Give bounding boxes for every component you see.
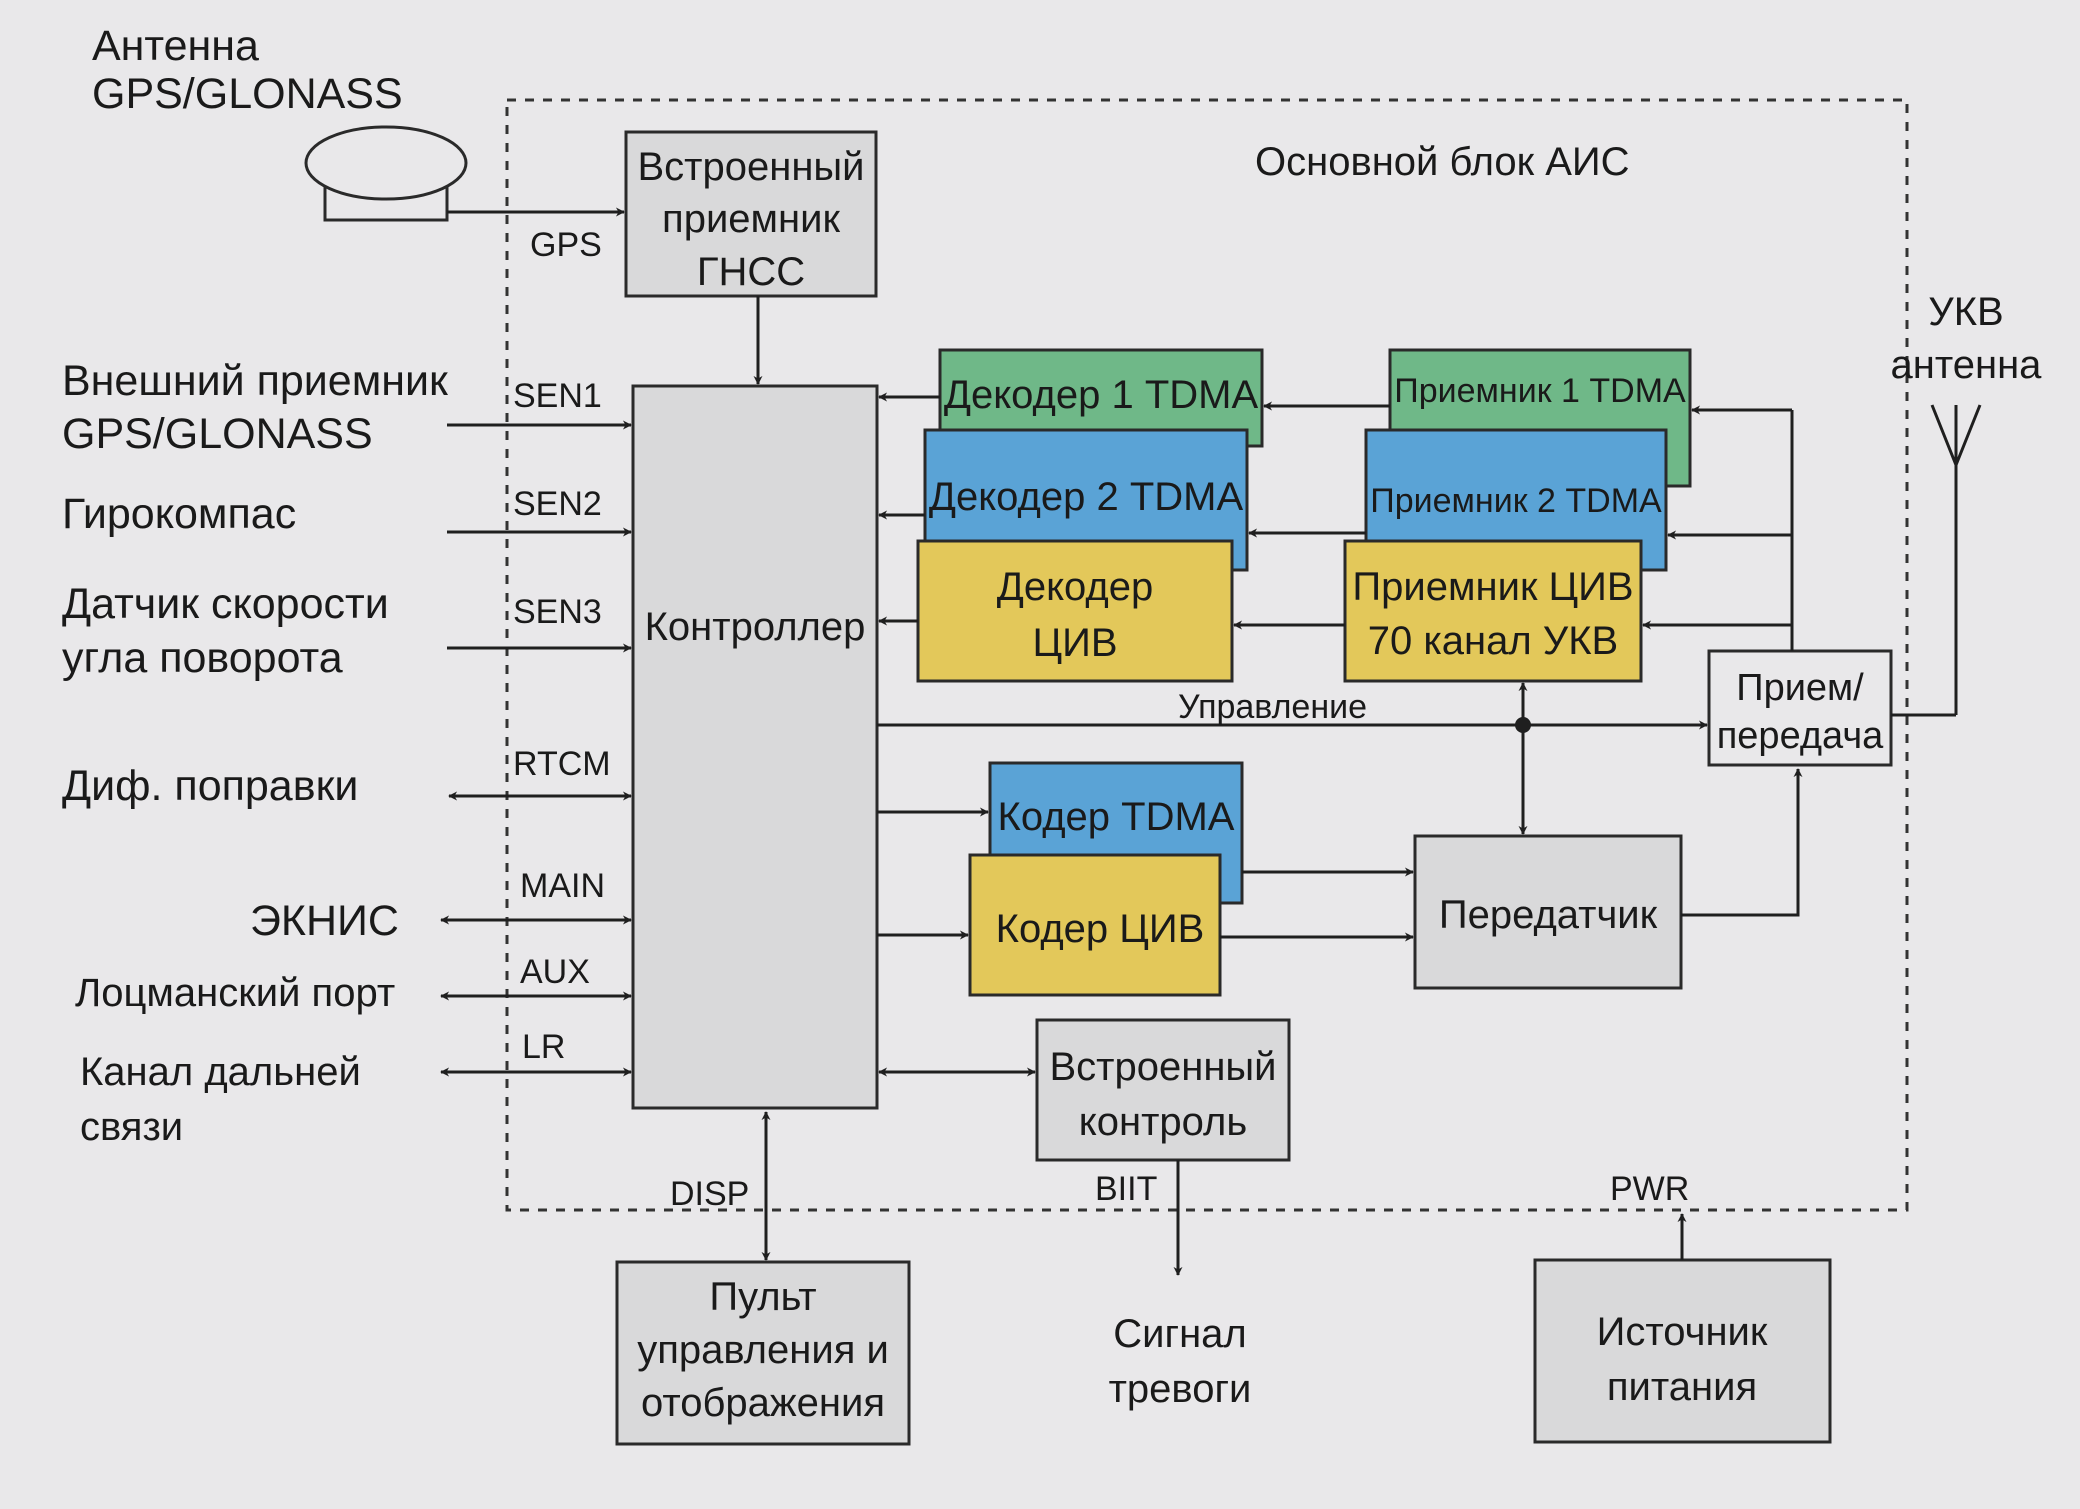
gnss-receiver-label: ГНСС: [697, 250, 805, 294]
input-rot-sensor-label: Датчик скорости: [62, 580, 389, 628]
input-diff-label: Диф. поправки: [62, 762, 358, 810]
rx-tx-label: передача: [1717, 715, 1884, 757]
power-source-label: питания: [1607, 1365, 1757, 1409]
bit-label: контроль: [1079, 1100, 1247, 1144]
alarm-signal-label: Сигнал: [1113, 1312, 1247, 1356]
gnss-antenna-icon: [304, 125, 468, 222]
decoder-dsc-label: Декодер: [997, 565, 1153, 609]
power-source-block: [1533, 1258, 1832, 1444]
input-ecdis-label: ЭКНИС: [250, 897, 399, 945]
port-biit: BIIT: [1095, 1170, 1157, 1208]
receiver-dsc-label: Приемник ЦИВ: [1352, 565, 1633, 609]
coder-dsc-label: Кодер ЦИВ: [996, 907, 1205, 951]
coder-tdma-label: Кодер TDMA: [998, 795, 1235, 839]
alarm-signal-label: тревоги: [1109, 1367, 1252, 1411]
main-unit-boundary: [505, 98, 1909, 1212]
input-long-range-label: Канал дальней: [80, 1050, 361, 1094]
input-ext-receiver-label: Внешний приемник: [62, 357, 449, 405]
display-panel-label: управления и: [637, 1328, 889, 1372]
gnss-receiver-label: Встроенный: [637, 145, 864, 189]
antenna-gnss-label: Антенна: [92, 22, 259, 70]
bit-label: Встроенный: [1049, 1045, 1276, 1089]
decoder-dsc-label: ЦИВ: [1032, 621, 1117, 665]
controller-label: Контроллер: [645, 605, 866, 649]
vhf-antenna-icon: [1891, 404, 1982, 717]
port-sen1: SEN1: [513, 377, 602, 415]
rx-tx-block: [1707, 649, 1893, 767]
control-line-label: Управление: [1178, 688, 1367, 726]
bit-block: [1035, 1018, 1291, 1162]
gnss-receiver-label: приемник: [662, 197, 840, 241]
rx-tx-label: Прием/: [1736, 667, 1864, 709]
receiver-dsc-block: [1343, 539, 1643, 683]
decoder1-label: Декодер 1 TDMA: [944, 373, 1259, 417]
port-main: MAIN: [520, 867, 605, 905]
antenna-gnss-label: GPS/GLONASS: [92, 70, 403, 118]
tx-to-rxtx-arrow: [1681, 768, 1803, 917]
receiver1-label: Приемник 1 TDMA: [1394, 372, 1686, 410]
main-unit-title: Основной блок АИС: [1255, 140, 1630, 184]
display-panel-label: отображения: [641, 1381, 885, 1425]
power-source-label: Источник: [1597, 1310, 1768, 1354]
receiver-dsc-label: 70 канал УКВ: [1368, 619, 1618, 663]
gnss-receiver-block: [624, 130, 878, 298]
port-disp: DISP: [670, 1175, 749, 1213]
port-pwr: PWR: [1610, 1170, 1689, 1208]
port-gps: GPS: [530, 226, 602, 264]
input-long-range-label: связи: [80, 1105, 183, 1149]
decoder-dsc-block: [916, 539, 1234, 683]
transmitter-label: Передатчик: [1439, 893, 1658, 937]
receiver2-label: Приемник 2 TDMA: [1370, 482, 1662, 520]
coder-dsc-block: [968, 853, 1222, 997]
transmitter-block: [1413, 834, 1683, 990]
input-gyro-label: Гирокомпас: [62, 490, 296, 538]
port-lr: LR: [522, 1028, 565, 1066]
display-panel-label: Пульт: [709, 1275, 816, 1319]
input-rot-sensor-label: угла поворота: [62, 634, 343, 682]
input-ext-receiver-label: GPS/GLONASS: [62, 410, 373, 458]
port-sen2: SEN2: [513, 485, 602, 523]
display-panel-block: [615, 1260, 911, 1446]
controller-block: [631, 384, 879, 1110]
port-aux: AUX: [520, 953, 590, 991]
decoder2-label: Декодер 2 TDMA: [929, 475, 1244, 519]
port-rtcm: RTCM: [513, 745, 611, 783]
port-sen3: SEN3: [513, 593, 602, 631]
vhf-antenna-label: УКВ: [1928, 290, 2003, 334]
input-pilot-label: Лоцманский порт: [75, 971, 395, 1015]
vhf-antenna-label: антенна: [1891, 343, 2043, 387]
